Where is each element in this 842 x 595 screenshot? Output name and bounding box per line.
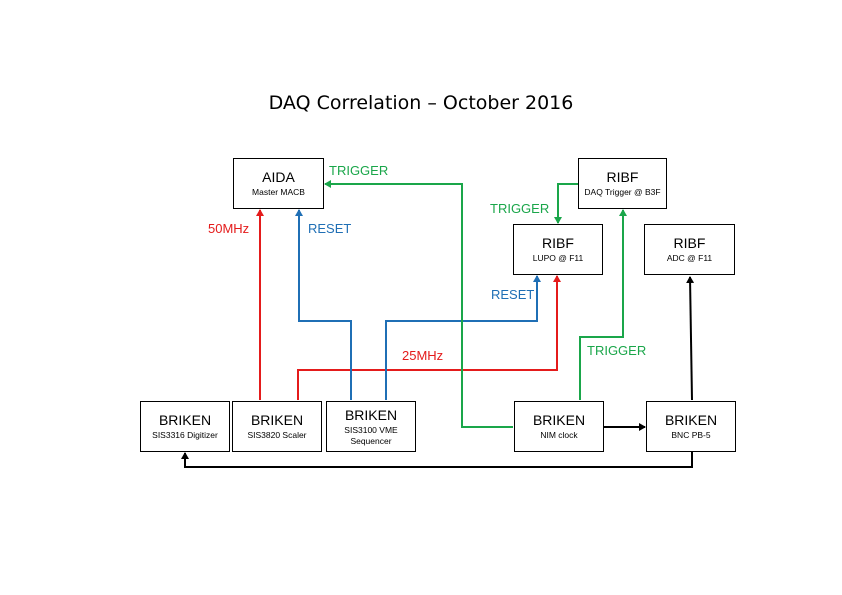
box-subtitle: ADC @ F11 [666,253,713,263]
ribf-daq-trigger-box: RIBF DAQ Trigger @ B3F [578,158,667,209]
label-25mhz: 25MHz [402,348,444,363]
box-title: BRIKEN [158,412,212,428]
box-subtitle: LUPO @ F11 [532,253,584,263]
box-subtitle: SIS3100 VME Sequencer [344,424,398,446]
briken-bnc-box: BRIKEN BNC PB-5 [646,401,736,452]
label-trigger-nim: TRIGGER [587,343,647,358]
box-title: BRIKEN [344,406,398,423]
briken-digitizer-box: BRIKEN SIS3316 Digitizer [140,401,230,452]
box-subtitle: SIS3316 Digitizer [152,430,218,440]
box-subtitle: BNC PB-5 [671,430,711,440]
box-subtitle: SIS3820 Scaler [247,430,307,440]
ribf-lupo-box: RIBF LUPO @ F11 [513,224,603,275]
briken-scaler-box: BRIKEN SIS3820 Scaler [232,401,322,452]
briken-sequencer-box: BRIKEN SIS3100 VME Sequencer [326,401,416,452]
label-reset-lupo: RESET [491,287,535,302]
box-title: RIBF [542,235,574,251]
label-50mhz: 50MHz [208,221,250,236]
box-title: RIBF [673,235,706,251]
box-title: AIDA [262,169,295,185]
label-trigger-lupo: TRIGGER [490,201,550,216]
wire-25mhz-scaler-to-lupo [297,275,561,400]
box-title: BRIKEN [532,412,586,428]
label-trigger-aida: TRIGGER [329,163,389,178]
ribf-adc-box: RIBF ADC @ F11 [644,224,735,275]
box-subtitle: Master MACB [252,187,305,197]
wire-reset-sequencer-to-aida [295,209,352,400]
aida-master-box: AIDA Master MACB [233,158,324,209]
briken-nim-clock-box: BRIKEN NIM clock [514,401,604,452]
diagram-title: DAQ Correlation – October 2016 [268,92,574,114]
box-title: BRIKEN [664,412,718,428]
label-reset-aida: RESET [308,221,352,236]
wire-trigger-nim-to-aida [324,180,513,428]
box-title: BRIKEN [250,412,304,428]
wire-trigger-daq-to-lupo [554,183,578,224]
wire-trigger-nim-to-daq [579,209,627,400]
box-title: RIBF [606,169,639,185]
box-subtitle: NIM clock [540,430,578,440]
wire-bnc-to-digitizer [181,452,693,468]
box-subtitle: DAQ Trigger @ B3F [584,187,661,197]
wire-bnc-to-adc [686,276,695,401]
